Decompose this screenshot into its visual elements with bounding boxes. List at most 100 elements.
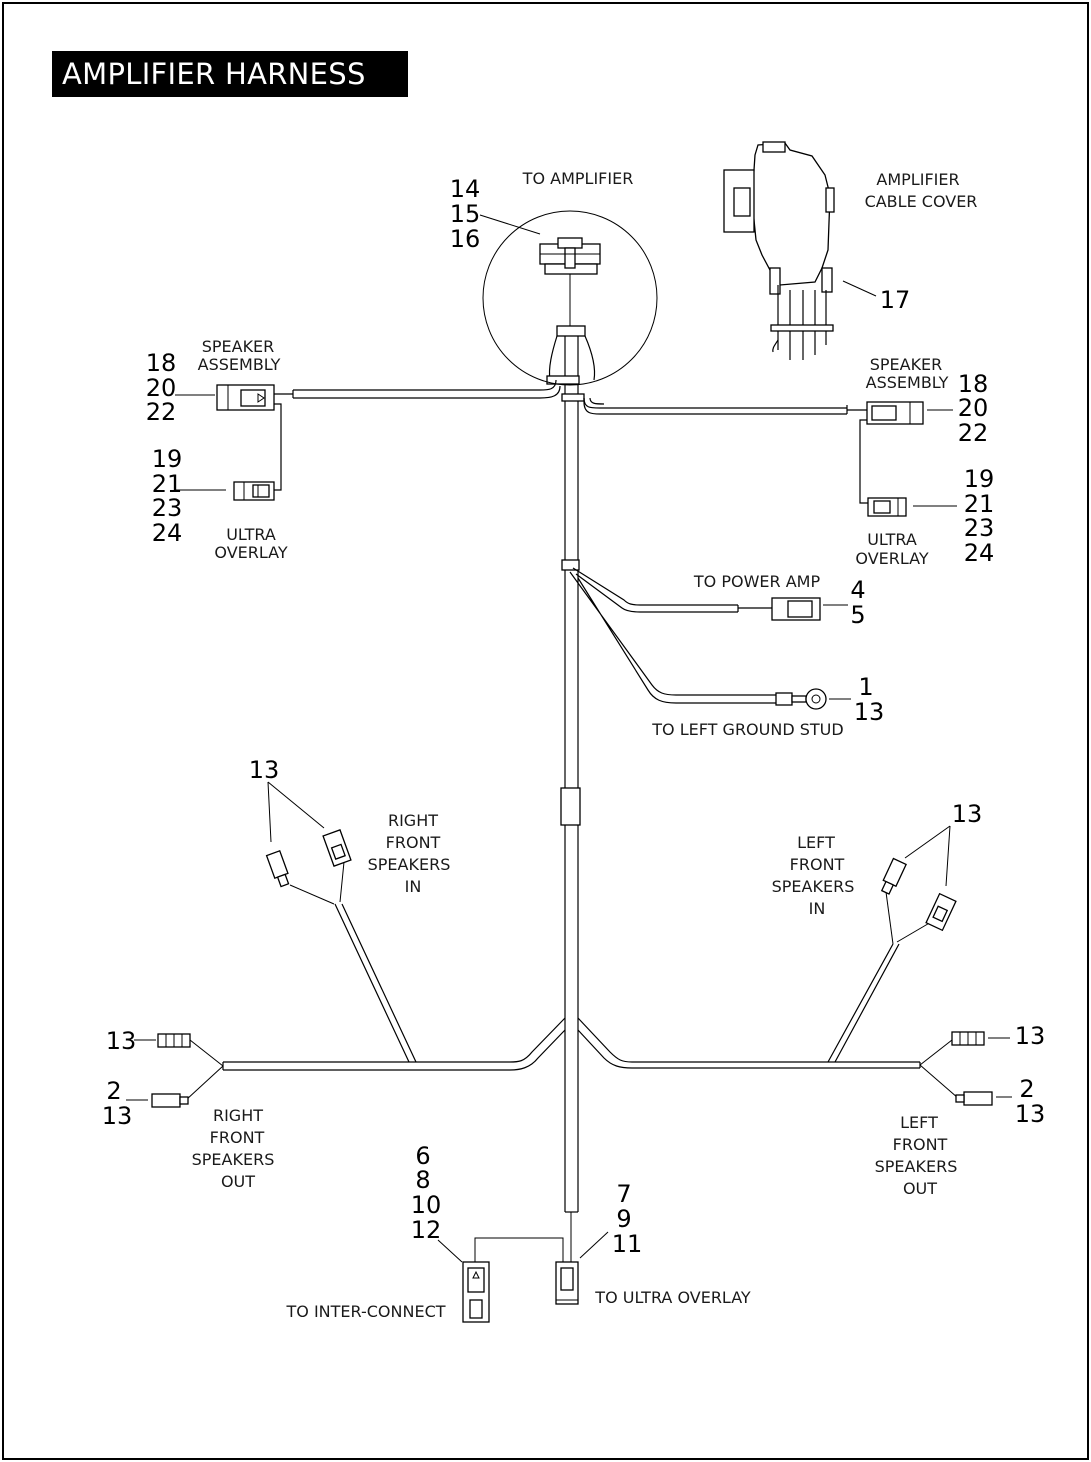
label-lf-in-2: FRONT: [790, 855, 845, 874]
label-rf-out-3: SPEAKERS: [192, 1150, 275, 1169]
label-speaker-assembly-right-2: ASSEMBLY: [866, 373, 949, 392]
label-rf-out-2: FRONT: [210, 1128, 265, 1147]
callout-16: 16: [450, 225, 481, 253]
right-speaker-branch-wire: [583, 397, 868, 504]
callout-lf-out-top-13: 13: [1015, 1022, 1046, 1050]
left-speaker-connector: [216, 384, 275, 411]
rf-out-wires: [185, 1039, 224, 1101]
front-speakers-trunk-wire: [222, 1017, 921, 1071]
label-rf-in-4: IN: [405, 877, 422, 896]
callout-rf-out-bottom-2: 2: [106, 1077, 121, 1105]
callout-ultra-overlay-7: 7: [616, 1180, 631, 1208]
callout-left-overlay-24: 24: [152, 519, 183, 547]
amplifier-cable-cover: [723, 141, 835, 360]
callout-left-speaker-18: 18: [146, 349, 177, 377]
callout-lf-in-13: 13: [952, 800, 983, 828]
callout-lf-out-bottom-13: 13: [1015, 1100, 1046, 1128]
label-lf-in-3: SPEAKERS: [772, 877, 855, 896]
power-amp-branch-wire: [572, 567, 772, 613]
leader-cable-cover: [842, 280, 877, 297]
label-ultra-overlay-right-1: ULTRA: [867, 530, 917, 549]
callout-14: 14: [450, 175, 481, 203]
callout-17: 17: [880, 286, 911, 314]
ultra-overlay-connector: [555, 1261, 579, 1305]
callout-ultra-overlay-11: 11: [612, 1230, 643, 1258]
inter-connect-wire: [474, 1212, 572, 1262]
leader-inter-connect: [437, 1239, 463, 1263]
main-trunk-wire: [546, 325, 596, 1213]
rf-in-branch-wire: [289, 861, 417, 1063]
ground-stud-branch-wire: [569, 571, 807, 706]
callout-inter-connect-6: 6: [415, 1142, 430, 1170]
ground-stud-ring-terminal: [805, 688, 827, 710]
callout-rf-in-13: 13: [249, 756, 280, 784]
callout-right-overlay-23: 23: [964, 514, 995, 542]
leader-amp-connector: [479, 214, 541, 235]
label-cable-cover-2: CABLE COVER: [865, 192, 978, 211]
callout-left-speaker-22: 22: [146, 398, 177, 426]
callout-power-amp-4: 4: [850, 576, 865, 604]
label-to-power-amp: TO POWER AMP: [693, 572, 821, 591]
lf-in-connector-b: [925, 892, 957, 932]
label-rf-in-3: SPEAKERS: [368, 855, 451, 874]
lf-out-connector-top: [951, 1031, 985, 1046]
leader-ultra-overlay: [579, 1231, 609, 1259]
rf-out-connector-bottom: [151, 1093, 189, 1108]
label-rf-in-1: RIGHT: [388, 811, 438, 830]
inter-connect-connector: [462, 1261, 490, 1323]
left-speaker-branch-wire: [273, 379, 561, 491]
label-rf-in-2: FRONT: [386, 833, 441, 852]
rf-in-connector-b: [322, 829, 352, 867]
label-lf-out-2: FRONT: [893, 1135, 948, 1154]
label-lf-out-4: OUT: [903, 1179, 937, 1198]
callout-inter-connect-12: 12: [411, 1216, 442, 1244]
lf-in-connector-a: [880, 857, 907, 895]
rf-in-connector-a: [265, 849, 290, 888]
callout-left-speaker-20: 20: [146, 374, 177, 402]
page-title: AMPLIFIER HARNESS: [52, 51, 408, 97]
label-speaker-assembly-right-1: SPEAKER: [870, 355, 943, 374]
callout-right-overlay-19: 19: [964, 465, 995, 493]
power-amp-connector: [771, 597, 821, 621]
right-overlay-connector: [867, 497, 907, 517]
label-lf-in-4: IN: [809, 899, 826, 918]
callout-rf-out-bottom-13: 13: [102, 1102, 133, 1130]
amplifier-connector: [482, 210, 658, 386]
label-speaker-assembly-left-2: ASSEMBLY: [198, 355, 281, 374]
callout-rf-out-top-13: 13: [106, 1027, 137, 1055]
lf-out-wires: [919, 1039, 959, 1099]
right-speaker-connector: [866, 401, 924, 425]
callout-inter-connect-8: 8: [415, 1166, 430, 1194]
callout-ground-13: 13: [854, 698, 885, 726]
label-ultra-overlay-left-2: OVERLAY: [214, 543, 287, 562]
callout-right-speaker-18: 18: [958, 370, 989, 398]
label-lf-out-3: SPEAKERS: [875, 1157, 958, 1176]
callout-15: 15: [450, 200, 481, 228]
callout-lf-out-bottom-2: 2: [1019, 1075, 1034, 1103]
label-rf-out-4: OUT: [221, 1172, 255, 1191]
callout-right-speaker-20: 20: [958, 394, 989, 422]
label-lf-out-1: LEFT: [900, 1113, 938, 1132]
label-to-ultra-overlay: TO ULTRA OVERLAY: [594, 1288, 751, 1307]
label-ultra-overlay-left-1: ULTRA: [226, 525, 276, 544]
callout-power-amp-5: 5: [850, 601, 865, 629]
label-to-left-ground-stud: TO LEFT GROUND STUD: [651, 720, 843, 739]
label-ultra-overlay-right-2: OVERLAY: [855, 549, 928, 568]
label-rf-out-1: RIGHT: [213, 1106, 263, 1125]
callout-right-speaker-22: 22: [958, 419, 989, 447]
lf-out-connector-bottom: [955, 1091, 993, 1106]
callout-ground-1: 1: [858, 673, 873, 701]
leader-rf-in: [267, 781, 325, 843]
label-speaker-assembly-left-1: SPEAKER: [202, 337, 275, 356]
label-lf-in-1: LEFT: [797, 833, 835, 852]
callout-right-overlay-21: 21: [964, 490, 995, 518]
lf-in-branch-wire: [827, 891, 939, 1063]
label-to-amplifier: TO AMPLIFIER: [522, 169, 634, 188]
callout-inter-connect-10: 10: [411, 1191, 442, 1219]
callout-left-overlay-23: 23: [152, 494, 183, 522]
callout-ultra-overlay-9: 9: [616, 1205, 631, 1233]
left-overlay-connector: [233, 481, 275, 501]
rf-out-connector-top: [157, 1033, 191, 1048]
